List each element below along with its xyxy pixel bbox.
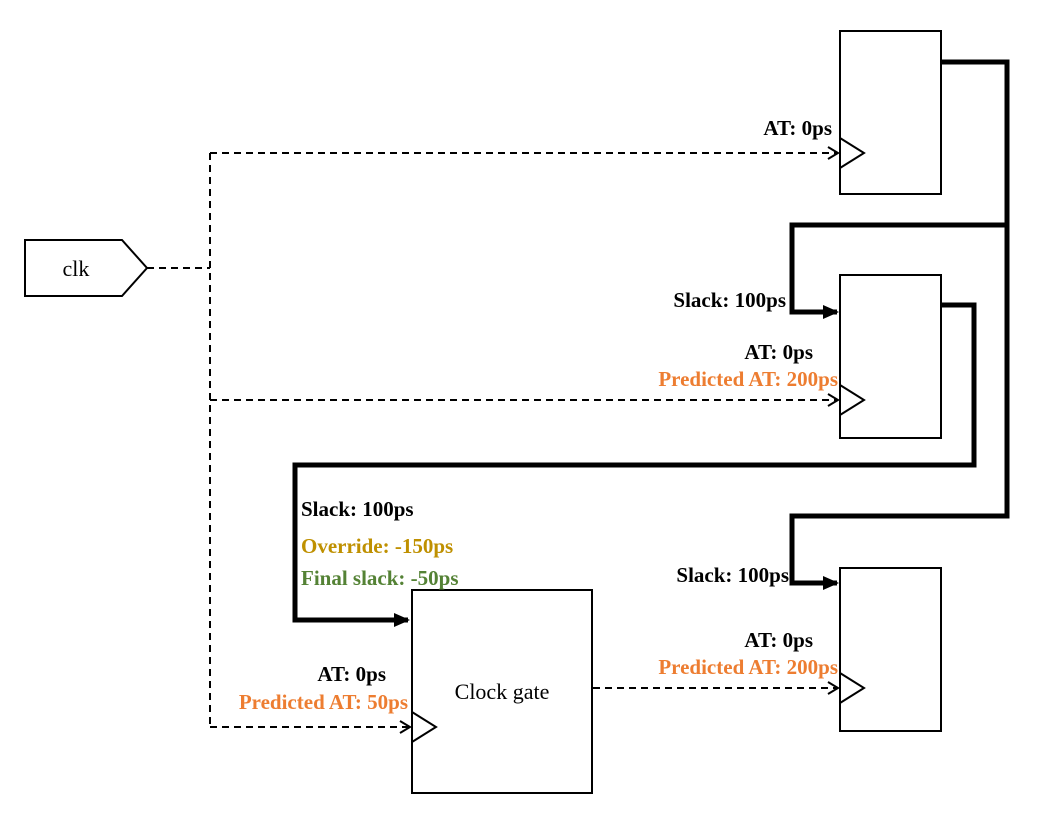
- cg-override: Override: -150ps: [301, 534, 453, 558]
- cg-slack: Slack: 100ps: [301, 497, 414, 521]
- cg-final-slack: Final slack: -50ps: [301, 566, 459, 590]
- clock-gate: [411, 589, 593, 794]
- ff-middle-slack: Slack: 100ps: [673, 288, 786, 312]
- cg-predicted-at: Predicted AT: 50ps: [239, 690, 408, 714]
- data-paths: [292, 59, 1010, 627]
- ff-top-at: AT: 0ps: [763, 116, 832, 140]
- ff-bottom-slack: Slack: 100ps: [676, 563, 789, 587]
- flip-flop-middle: [839, 274, 942, 439]
- clock-tree: [147, 146, 840, 734]
- cg-at: AT: 0ps: [317, 662, 386, 686]
- clk-port: [24, 239, 149, 297]
- ff-middle-at: AT: 0ps: [744, 340, 813, 364]
- flip-flop-bottom: [839, 567, 942, 732]
- ff-bottom-predicted-at: Predicted AT: 200ps: [658, 655, 838, 679]
- clock-gate-label: Clock gate: [455, 679, 550, 704]
- flip-flop-top: [839, 30, 942, 195]
- ff-bottom-at: AT: 0ps: [744, 628, 813, 652]
- clk-label: clk: [63, 256, 90, 281]
- ff-middle-predicted-at: Predicted AT: 200ps: [658, 367, 838, 391]
